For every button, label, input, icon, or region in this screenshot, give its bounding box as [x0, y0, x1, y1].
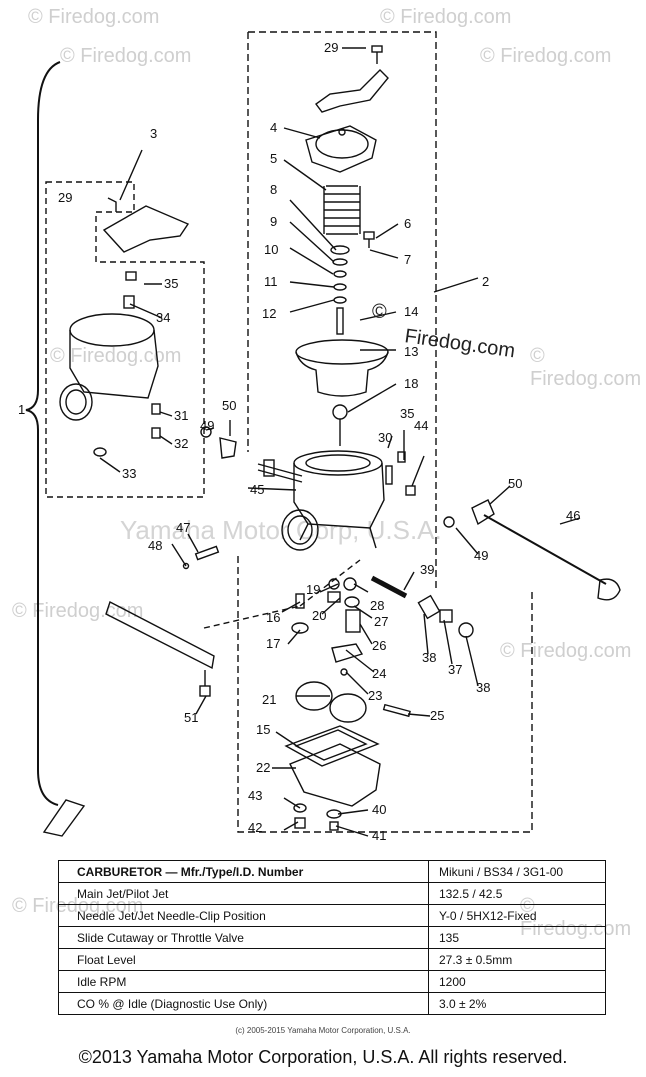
part-label-47: 47 [176, 520, 190, 535]
part-label-11: 11 [264, 274, 278, 289]
part-label-4: 4 [270, 120, 277, 135]
part-label-35-left: 35 [164, 276, 178, 291]
spec-row-value: 27.3 ± 0.5mm [428, 948, 606, 971]
part-label-33: 33 [122, 466, 136, 481]
carburetor-spec-table: CARBURETOR — Mfr./Type/I.D. Number Mikun… [58, 860, 606, 1015]
part-label-35-right: 35 [400, 406, 414, 421]
spec-row-label: Slide Cutaway or Throttle Valve [58, 926, 429, 949]
spec-row-label: Needle Jet/Jet Needle-Clip Position [58, 904, 429, 927]
watermark-center-symbol: © [372, 301, 387, 323]
part-label-48: 48 [148, 538, 162, 553]
spec-row-value: 132.5 / 42.5 [428, 882, 606, 905]
part-label-43: 43 [248, 788, 262, 803]
spec-table-row: Float Level 27.3 ± 0.5mm [58, 948, 606, 971]
part-label-37: 37 [448, 662, 462, 677]
spec-table-row: Slide Cutaway or Throttle Valve 135 [58, 926, 606, 949]
spec-row-label: Main Jet/Pilot Jet [58, 882, 429, 905]
watermark-mid-right: © Firedog.com [530, 345, 642, 390]
spec-row-value: 1200 [428, 970, 606, 993]
part-label-49-left: 49 [200, 418, 214, 433]
part-label-1: 1 [18, 402, 25, 417]
part-label-7: 7 [404, 252, 411, 267]
spec-row-label: CO % @ Idle (Diagnostic Use Only) [58, 992, 429, 1015]
watermark-company: Yamaha Motor Corp, U.S.A. [120, 515, 442, 545]
part-label-17: 17 [266, 636, 280, 651]
part-label-30: 30 [378, 430, 392, 445]
part-label-46: 46 [566, 508, 580, 523]
part-label-44: 44 [414, 418, 428, 433]
spec-table-row: Needle Jet/Jet Needle-Clip Position Y-0 … [58, 904, 606, 927]
part-label-29-top: 29 [324, 40, 338, 55]
spec-row-label: Float Level [58, 948, 429, 971]
footer-copyright-text: ©2013 Yamaha Motor Corporation, U.S.A. A… [78, 1047, 568, 1067]
watermark-mid-left: © Firedog.com [50, 345, 182, 367]
spec-row-value: 3.0 ± 2% [428, 992, 606, 1015]
spec-header-value: Mikuni / BS34 / 3G1-00 [428, 860, 606, 883]
spec-row-value: Y-0 / 5HX12-Fixed [428, 904, 606, 927]
part-label-40: 40 [372, 802, 386, 817]
spec-table-row: Main Jet/Pilot Jet 132.5 / 42.5 [58, 882, 606, 905]
part-label-3: 3 [150, 126, 157, 141]
watermark-center-text: Firedog.com [403, 325, 516, 362]
part-label-41: 41 [372, 828, 386, 843]
part-label-28: 28 [370, 598, 384, 613]
part-label-12: 12 [262, 306, 276, 321]
part-label-32: 32 [174, 436, 188, 451]
part-label-27: 27 [374, 614, 388, 629]
part-label-39: 39 [420, 562, 434, 577]
watermark-top-left: © Firedog.com [28, 6, 160, 28]
part-label-6: 6 [404, 216, 411, 231]
part-label-8: 8 [270, 182, 277, 197]
watermark-lower-right: © Firedog.com [500, 640, 632, 662]
part-label-15: 15 [256, 722, 270, 737]
part-label-18: 18 [404, 376, 418, 391]
part-label-49-right: 49 [474, 548, 488, 563]
part-label-42: 42 [248, 820, 262, 835]
part-label-21: 21 [262, 692, 276, 707]
part-label-14: 14 [404, 304, 418, 319]
spec-table-row: CO % @ Idle (Diagnostic Use Only) 3.0 ± … [58, 992, 606, 1015]
part-label-38-right: 38 [476, 680, 490, 695]
watermark-top-right: © Firedog.com [380, 6, 512, 28]
part-label-38-left: 38 [422, 650, 436, 665]
part-label-51: 51 [184, 710, 198, 725]
small-copyright-text: (c) 2005-2015 Yamaha Motor Corporation, … [235, 1026, 411, 1035]
part-label-13: 13 [404, 344, 418, 359]
part-label-19: 19 [306, 582, 320, 597]
part-label-50-left: 50 [222, 398, 236, 413]
part-label-10: 10 [264, 242, 278, 257]
part-label-25: 25 [430, 708, 444, 723]
part-label-9: 9 [270, 214, 277, 229]
part-label-16: 16 [266, 610, 280, 625]
spec-header-label: CARBURETOR — Mfr./Type/I.D. Number [58, 860, 429, 883]
part-label-45: 45 [250, 482, 264, 497]
part-label-20: 20 [312, 608, 326, 623]
spec-table-header-row: CARBURETOR — Mfr./Type/I.D. Number Mikun… [58, 860, 606, 883]
part-label-31: 31 [174, 408, 188, 423]
part-label-5: 5 [270, 151, 277, 166]
watermark-row2-left: © Firedog.com [60, 45, 192, 67]
part-label-22: 22 [256, 760, 270, 775]
carburetor-exploded-diagram: 29 4 5 8 9 10 11 12 6 7 2 14 13 18 3 29 … [18, 31, 621, 843]
part-label-2: 2 [482, 274, 489, 289]
spec-table-row: Idle RPM 1200 [58, 970, 606, 993]
watermark-row2-right: © Firedog.com [480, 45, 612, 67]
part-label-29-left: 29 [58, 190, 72, 205]
part-label-50-right: 50 [508, 476, 522, 491]
part-label-26: 26 [372, 638, 386, 653]
spec-row-label: Idle RPM [58, 970, 429, 993]
part-label-23: 23 [368, 688, 382, 703]
part-label-24: 24 [372, 666, 386, 681]
part-label-34: 34 [156, 310, 170, 325]
spec-row-value: 135 [428, 926, 606, 949]
